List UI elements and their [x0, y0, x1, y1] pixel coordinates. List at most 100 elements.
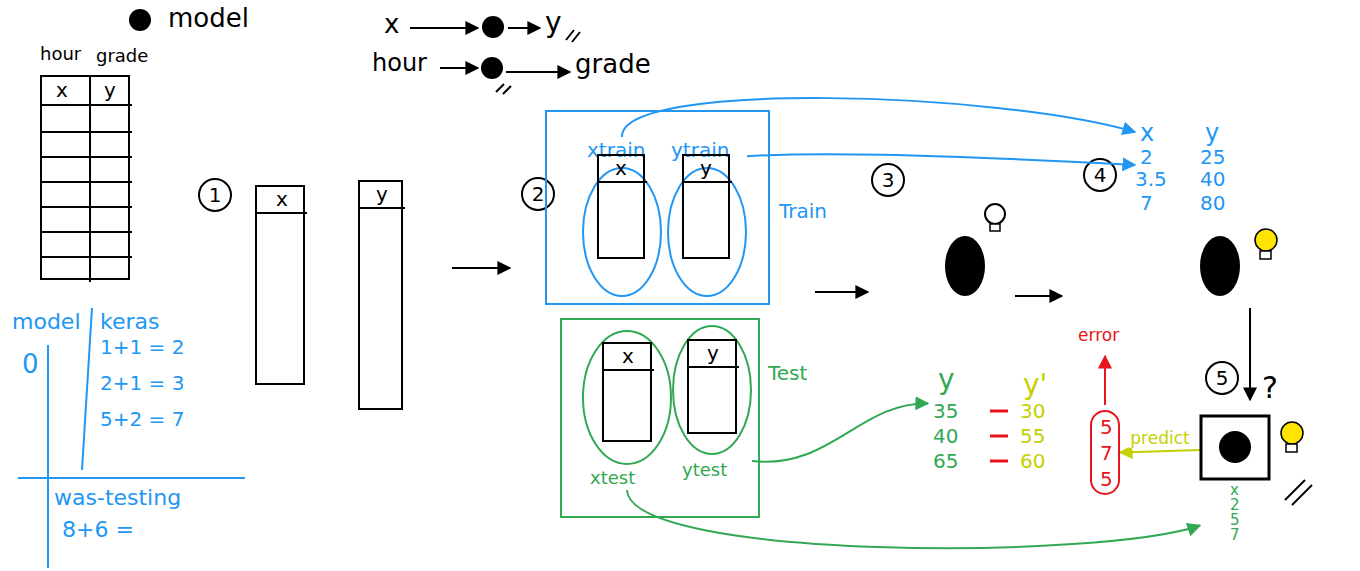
step-circle — [522, 178, 554, 210]
node-text: 30 — [1020, 400, 1045, 422]
bulb-base — [1260, 251, 1271, 259]
hatch-mark — [503, 86, 511, 94]
model-dot — [481, 57, 503, 79]
node-text: ytest — [682, 460, 727, 480]
train-group: ytrainy — [667, 137, 747, 297]
node-text: y — [707, 342, 719, 364]
note-text: was-testing — [54, 486, 181, 510]
bulb-icon — [1255, 229, 1277, 251]
table-rule — [689, 366, 739, 368]
hatch-mark — [572, 32, 580, 42]
hatch-mark — [496, 84, 504, 92]
callout-number: 3 — [882, 169, 895, 191]
column-box: y — [358, 180, 403, 410]
title-word: model — [168, 4, 249, 33]
train-sample: xy23.57254080 — [1135, 120, 1255, 220]
node-text: ? — [1262, 371, 1278, 404]
note-divider — [18, 477, 245, 479]
hatch-mark — [566, 30, 574, 40]
table-rule — [42, 156, 132, 158]
table-rule — [599, 181, 647, 183]
node-text: 5 — [1100, 416, 1113, 438]
node-text: 60 — [1020, 450, 1045, 472]
bulb-icon — [985, 204, 1005, 224]
table-rule — [89, 77, 91, 282]
variable-name: y — [545, 8, 562, 39]
node-text: x — [615, 157, 627, 179]
compare-dash — [990, 460, 1008, 463]
compare-dash — [990, 410, 1008, 413]
model-blob — [1200, 236, 1240, 296]
model-frame — [1201, 416, 1269, 479]
note-text: 5+2 = 7 — [100, 408, 184, 430]
node-text: Test — [768, 362, 807, 384]
table-rule — [42, 231, 132, 233]
node-text: y — [1205, 120, 1219, 146]
train-box: Trainxtrainxytrainy — [545, 110, 770, 305]
node-text: 7 — [1230, 527, 1240, 544]
table-rule — [42, 256, 132, 258]
actual-column: y354065 — [928, 365, 983, 475]
callout-number: 5 — [1216, 367, 1229, 389]
data-table: xy — [40, 75, 130, 280]
test-box: Testxtestxytesty — [560, 318, 760, 518]
bulb-base — [1286, 444, 1297, 452]
train-group: xtrainx — [582, 137, 662, 297]
table-rule — [42, 131, 132, 133]
table-rule — [42, 206, 132, 208]
table-rule — [360, 207, 405, 209]
node-text: y — [376, 183, 388, 205]
error-label: error — [1078, 326, 1119, 345]
callout-number: 2 — [532, 183, 545, 205]
connector — [1120, 450, 1200, 452]
hatch-mark — [1285, 480, 1305, 500]
table-rule — [604, 369, 654, 371]
note-text: 2+1 = 3 — [100, 372, 184, 394]
note-text: 0 — [22, 350, 39, 379]
ellipse-outline — [583, 331, 671, 464]
node-text: x — [1140, 120, 1154, 146]
test-group: ytest y — [672, 325, 752, 485]
node-text: 7 — [1100, 442, 1113, 464]
node-text: y — [700, 157, 712, 179]
node-text: y' — [1023, 370, 1047, 401]
note-divider — [47, 345, 49, 568]
bulb-base — [990, 224, 1000, 231]
node-text: 2 — [1140, 146, 1153, 168]
note-text: 8+6 = — [62, 518, 134, 542]
node-text: 25 — [1200, 146, 1225, 168]
column-heading: grade — [96, 46, 148, 66]
compare-dash — [990, 435, 1008, 438]
table-rule — [257, 212, 307, 214]
table-rule — [42, 104, 132, 106]
predicted-column: y'30 55 60 — [1015, 370, 1070, 475]
step-circle — [1206, 362, 1238, 394]
model-dot — [1219, 431, 1251, 463]
model-dot — [129, 9, 151, 31]
node-text: 7 — [1140, 192, 1153, 214]
node-text: 5 — [1100, 468, 1113, 490]
trained-model: ?x257 — [1200, 415, 1270, 545]
bulb-icon — [1281, 422, 1303, 444]
table-rule — [684, 181, 732, 183]
ellipse-outline — [583, 168, 661, 296]
node-text: 40 — [933, 425, 958, 447]
flow-arrow — [815, 291, 868, 293]
variable-name: grade — [575, 50, 651, 79]
flow-arrow — [1249, 308, 1251, 400]
column-box: y — [687, 339, 737, 434]
callout-number: 4 — [1094, 164, 1107, 186]
node-text: 80 — [1200, 192, 1225, 214]
ellipse-outline — [673, 326, 751, 454]
node-text: x — [276, 188, 288, 210]
node-text: 55 — [1020, 425, 1045, 447]
node-text: 3.5 — [1135, 168, 1167, 190]
note-text: keras — [100, 310, 159, 334]
column-box: x — [597, 154, 645, 259]
connector — [752, 403, 928, 461]
test-group: xtestx — [582, 330, 672, 490]
node-text: x — [622, 345, 634, 367]
column-box: x — [255, 185, 305, 385]
